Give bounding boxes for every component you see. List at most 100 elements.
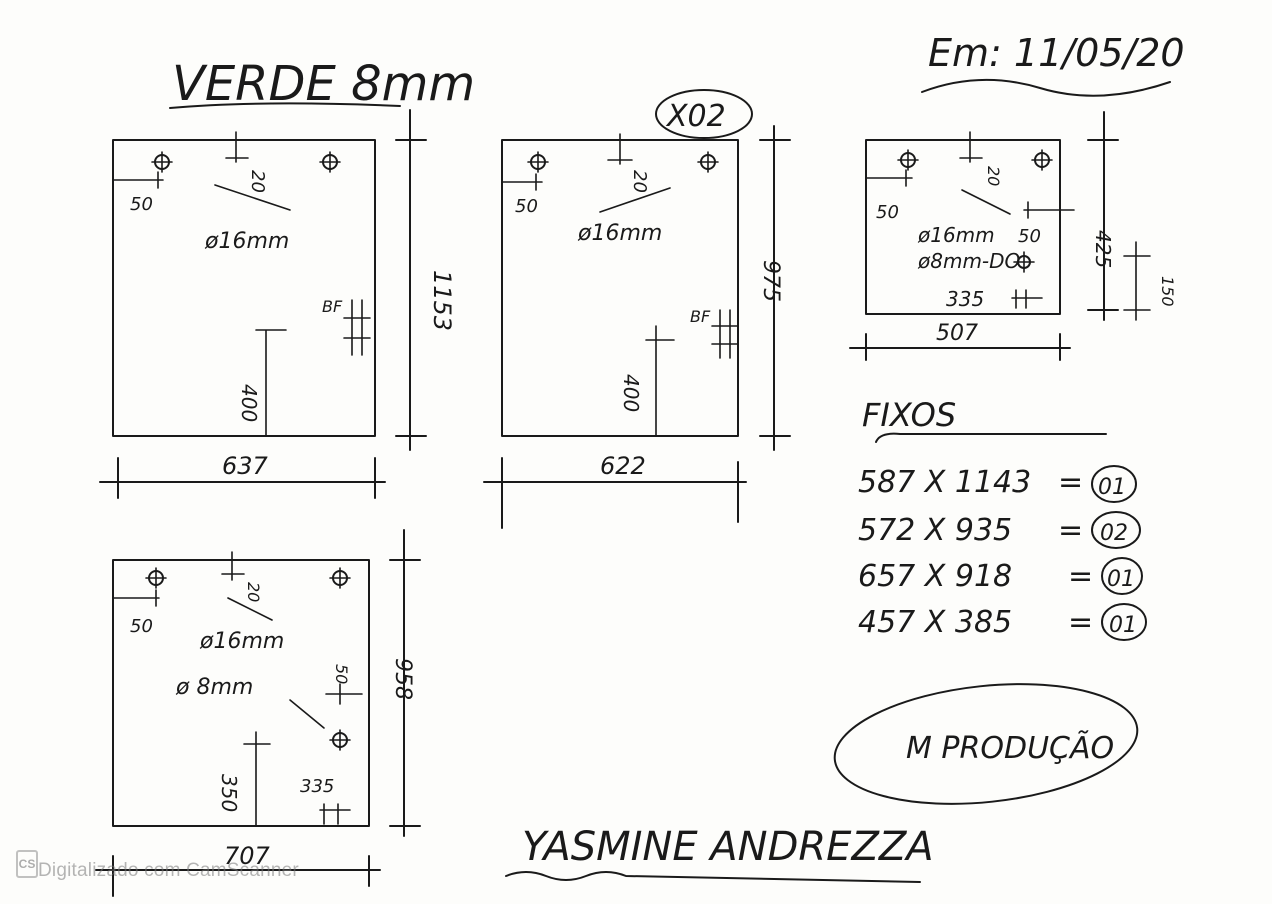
panel-4-leader bbox=[227, 597, 273, 621]
panel-2-top-tick bbox=[607, 133, 633, 165]
panel-2-qty-circle bbox=[655, 89, 753, 139]
date-underline bbox=[921, 78, 1171, 97]
fixos-row-size: 657 X 918 bbox=[858, 559, 1012, 594]
panel-2-width-dim bbox=[483, 457, 747, 529]
panel-3-hole-right bbox=[1031, 149, 1053, 171]
panel-3-top-offset: 20 bbox=[984, 166, 1003, 186]
panel-4-hole-small-label: ø 8mm bbox=[175, 675, 253, 700]
panel-3-leader bbox=[961, 189, 1011, 215]
panel-4-offset-50: 50 bbox=[332, 664, 351, 684]
panel-4-350-dim bbox=[243, 731, 271, 827]
panel-4-height-dim bbox=[389, 529, 421, 837]
panel-3-hole-small-label: ø8mm-DO bbox=[917, 249, 1020, 273]
panel-3-335-label: 335 bbox=[946, 287, 984, 311]
panel-1-marker: BF bbox=[322, 297, 343, 316]
panel-2-width-label: 622 bbox=[600, 452, 646, 480]
panel-2-400-dim bbox=[645, 325, 675, 437]
panel-2-top-offset: 20 bbox=[629, 170, 650, 193]
panel-2-leader bbox=[599, 187, 671, 213]
fixos-underline bbox=[875, 432, 1107, 443]
panel-3-height-label: 425 bbox=[1091, 230, 1115, 268]
fixos-row-qty: 02 bbox=[1100, 521, 1128, 546]
panel-4-hole-right bbox=[329, 567, 351, 589]
fixos-row-qty-circle bbox=[1101, 557, 1143, 595]
fixos-row-equals: = bbox=[1068, 559, 1093, 594]
panel-4-335-label: 335 bbox=[300, 776, 334, 797]
panel-1-edge-offset: 50 bbox=[130, 194, 153, 215]
panel-2-hole-left bbox=[527, 151, 549, 173]
panel-1-top-tick bbox=[225, 131, 249, 163]
camscanner-icon: CS bbox=[16, 850, 38, 878]
fixos-title: FIXOS bbox=[862, 396, 956, 434]
fixos-row-qty-circle bbox=[1101, 603, 1147, 641]
panel-3-150-label: 150 bbox=[1158, 276, 1177, 307]
sheet-date: Em: 11/05/20 bbox=[928, 31, 1185, 75]
title-underline bbox=[169, 102, 401, 109]
panel-1-width-dim bbox=[99, 457, 386, 499]
panel-1-outline bbox=[112, 139, 376, 437]
panel-2-edge-dim bbox=[501, 173, 543, 191]
panel-1: 20 50 ø16mm BF 400 637 1153 bbox=[99, 109, 456, 499]
panel-2-quantity: X02 bbox=[665, 99, 726, 134]
panel-3-height-dim bbox=[1087, 111, 1119, 321]
panel-1-marker-symbol bbox=[343, 299, 371, 356]
panel-1-height-label: 1153 bbox=[428, 270, 456, 331]
panel-2-edge-offset: 50 bbox=[515, 196, 538, 217]
panel-2-hole-label: ø16mm bbox=[577, 221, 662, 246]
panel-2-marker-symbol bbox=[711, 309, 739, 359]
panel-3-top-tick bbox=[959, 131, 983, 163]
fixos-row: 457 X 385 = 01 bbox=[858, 603, 1147, 641]
panel-2: X02 20 50 ø16mm BF 400 622 975 bbox=[483, 89, 791, 529]
panel-4: 20 50 ø16mm ø 8mm 50 350 335 707 958 bbox=[95, 529, 421, 897]
signature-underline bbox=[505, 871, 921, 883]
fixos-list: FIXOS 587 X 1143 = 01 572 X 935 = 02 657… bbox=[858, 396, 1147, 641]
production-stamp: M PRODUÇÃO bbox=[833, 683, 1139, 805]
panel-1-top-offset: 20 bbox=[247, 170, 268, 193]
panel-3-width-dim bbox=[849, 333, 1071, 361]
panel-4-top-tick bbox=[221, 551, 245, 581]
fixos-row-qty-circle bbox=[1091, 511, 1141, 549]
fixos-row-equals: = bbox=[1058, 513, 1083, 548]
panel-3-335-symbol bbox=[1011, 289, 1043, 309]
fixos-row-equals: = bbox=[1068, 605, 1093, 640]
panel-1-hole-label: ø16mm bbox=[204, 229, 289, 254]
fixos-row-qty: 01 bbox=[1107, 567, 1135, 592]
panel-3: 20 50 ø16mm 50 ø8mm-DO 335 507 425 150 bbox=[849, 111, 1177, 361]
panel-2-marker: BF bbox=[690, 307, 711, 326]
panel-3-hole-small bbox=[1013, 251, 1035, 273]
panel-4-offset-dim bbox=[325, 683, 363, 705]
panel-3-edge-dim bbox=[865, 169, 913, 187]
panel-4-top-offset: 20 bbox=[244, 582, 263, 602]
panel-3-150-dim bbox=[1123, 241, 1151, 321]
panel-4-edge-offset: 50 bbox=[130, 616, 153, 637]
panel-1-400-label: 400 bbox=[237, 384, 261, 422]
fixos-row-qty-circle bbox=[1091, 465, 1137, 503]
panel-3-width-label: 507 bbox=[936, 321, 978, 346]
panel-3-outline bbox=[865, 139, 1061, 315]
fixos-row-qty: 01 bbox=[1098, 475, 1126, 500]
fixos-row-size: 572 X 935 bbox=[858, 513, 1012, 548]
panel-4-outline bbox=[112, 559, 370, 827]
fixos-row-size: 587 X 1143 bbox=[858, 465, 1031, 500]
stamp-text: M PRODUÇÃO bbox=[906, 730, 1114, 766]
signature: YASMINE ANDREZZA bbox=[522, 824, 934, 870]
panel-4-small-leader bbox=[289, 699, 325, 729]
panel-1-hole-left bbox=[151, 151, 173, 173]
panel-3-offset-50: 50 bbox=[1018, 226, 1041, 247]
panel-4-edge-dim bbox=[112, 589, 160, 607]
fixos-row: 572 X 935 = 02 bbox=[858, 511, 1141, 549]
fixos-row-equals: = bbox=[1058, 465, 1083, 500]
panel-4-hole-left bbox=[145, 567, 167, 589]
panel-4-height-label: 958 bbox=[390, 658, 415, 700]
panel-4-width-label: 707 bbox=[224, 842, 271, 870]
fixos-row: 587 X 1143 = 01 bbox=[858, 465, 1137, 503]
panel-1-width-label: 637 bbox=[222, 452, 269, 480]
panel-1-height-dim bbox=[395, 109, 427, 451]
panel-1-edge-dim bbox=[112, 171, 164, 189]
panel-2-height-label: 975 bbox=[758, 260, 783, 302]
panel-4-335-symbol bbox=[319, 803, 351, 825]
panel-3-edge-offset: 50 bbox=[876, 202, 899, 223]
panel-4-350-label: 350 bbox=[217, 774, 241, 812]
fixos-row-size: 457 X 385 bbox=[858, 605, 1012, 640]
